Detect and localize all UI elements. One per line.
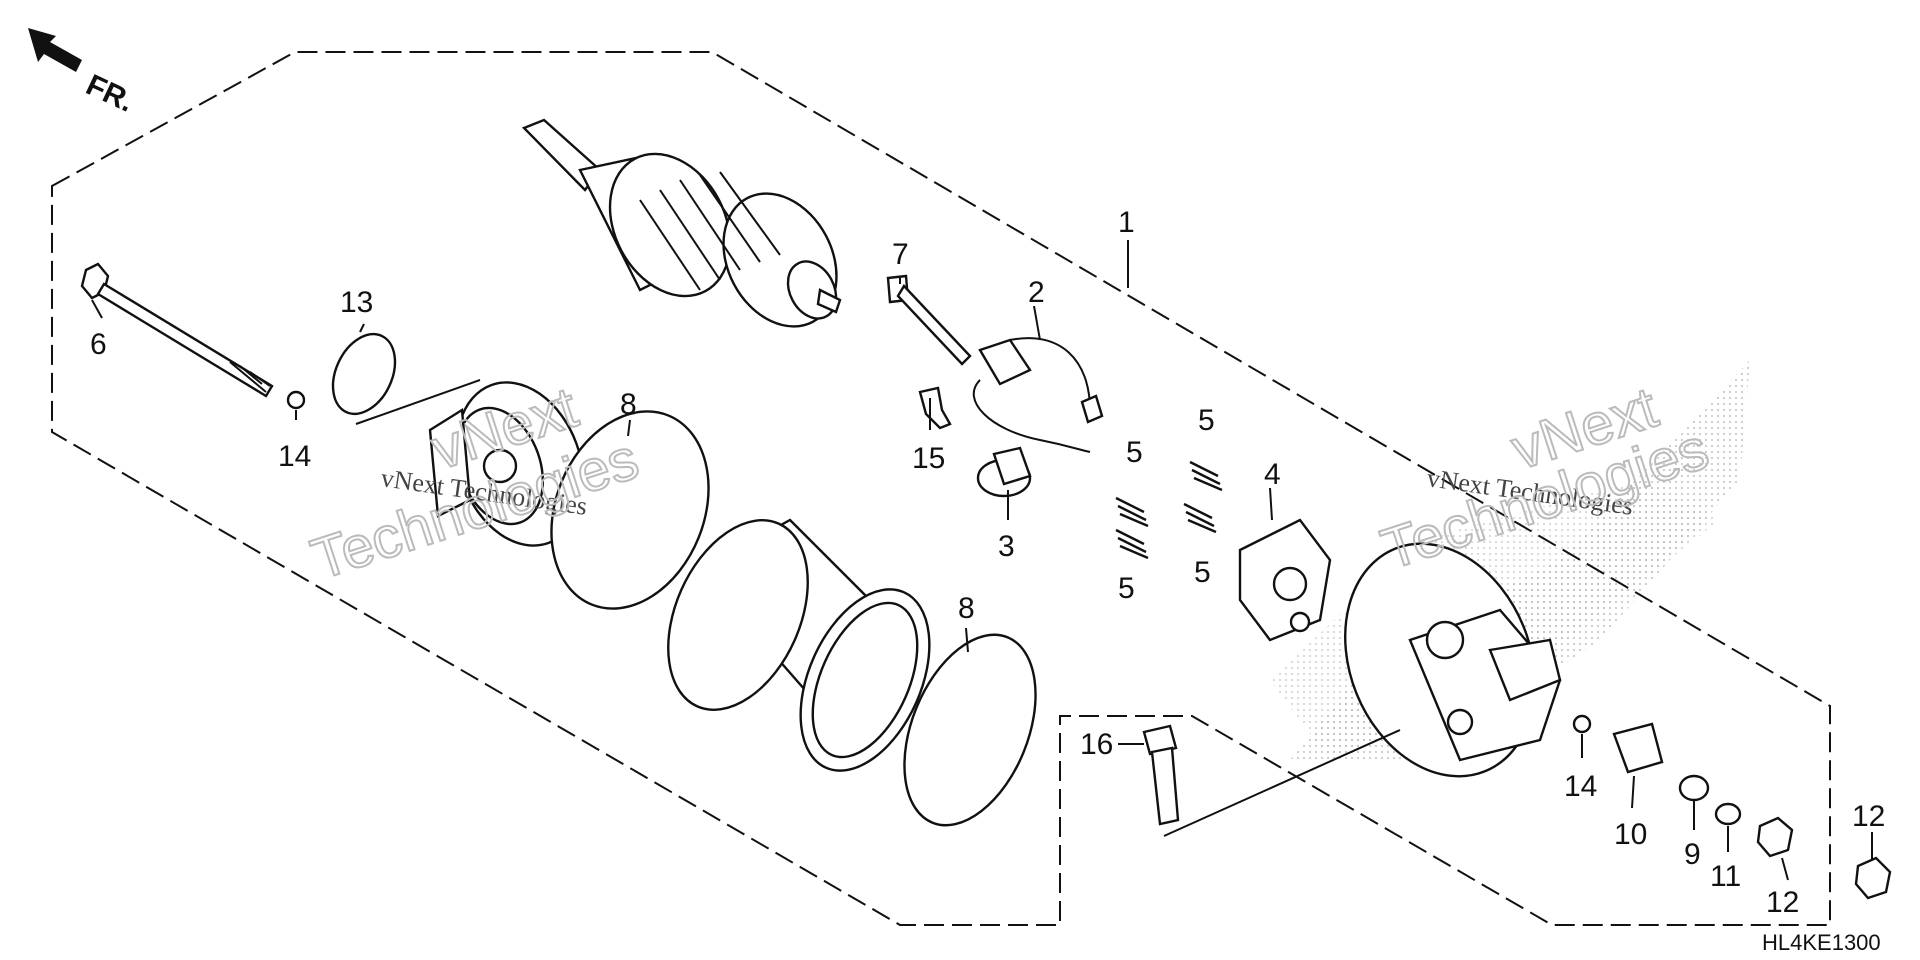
armature (521, 118, 842, 328)
diagram-code: HL4KE1300 (1762, 930, 1881, 955)
callout-14b: 14 (1564, 770, 1597, 803)
part-3-brush-plate (976, 446, 1032, 498)
callout-15: 15 (912, 442, 945, 475)
callout-labels: 1 2 3 4 5 5 5 5 6 7 8 8 9 10 11 12 12 13… (90, 206, 1885, 919)
rear-cover (1344, 542, 1562, 778)
motor-yoke-housing (667, 518, 931, 772)
part-14-washer-right (1572, 714, 1592, 734)
callout-1: 1 (1118, 206, 1135, 239)
part-16-bolt (1142, 724, 1180, 826)
part-5-springs (1115, 460, 1223, 560)
part-11-washer (1714, 802, 1742, 826)
callout-11: 11 (1710, 860, 1741, 893)
leader-lines (91, 240, 1873, 881)
part-15-screw (918, 386, 952, 430)
part-6-through-bolt (80, 262, 274, 398)
part-8-o-ring-lower (903, 633, 1037, 827)
callout-12a: 12 (1766, 886, 1799, 919)
callout-9: 9 (1684, 838, 1701, 871)
callout-5b: 5 (1126, 436, 1143, 469)
callout-12b: 12 (1852, 800, 1885, 833)
front-direction-arrow-icon: FR. (28, 28, 139, 119)
callout-8b: 8 (958, 592, 975, 625)
callout-8a: 8 (620, 388, 637, 421)
callout-4: 4 (1264, 458, 1281, 491)
callout-5c: 5 (1118, 572, 1135, 605)
callout-5d: 5 (1194, 556, 1211, 589)
front-cover (428, 381, 585, 547)
part-14-washer-left (286, 390, 306, 410)
part-7-terminal-bolt (886, 274, 972, 366)
part-2-brush-holder (972, 337, 1104, 453)
assembly-boundary (51, 51, 1831, 926)
part-12-nut-right (1854, 856, 1892, 900)
callout-14a: 14 (278, 440, 311, 473)
part-9-washer (1678, 774, 1710, 802)
part-12-nut-lower (1756, 816, 1794, 858)
callout-5a: 5 (1198, 404, 1215, 437)
callout-10: 10 (1614, 818, 1647, 851)
callout-6: 6 (90, 328, 107, 361)
callout-7: 7 (892, 238, 909, 271)
callout-3: 3 (998, 530, 1015, 563)
part-8-o-ring-upper (550, 410, 710, 610)
callout-16: 16 (1080, 728, 1113, 761)
callout-13: 13 (340, 286, 373, 319)
part-10-insulator (1612, 722, 1664, 774)
part-4-brush-plate (1238, 518, 1332, 642)
part-13-o-ring (331, 332, 397, 416)
front-direction-label: FR. (81, 68, 139, 118)
callout-2: 2 (1028, 276, 1045, 309)
